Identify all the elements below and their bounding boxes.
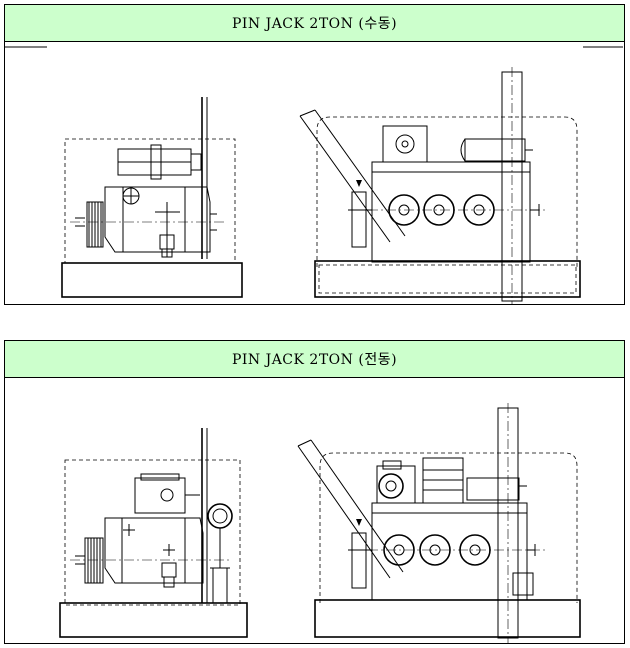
side-view-manual (61, 97, 243, 298)
panel-electric: PIN JACK 2TON (전동) (4, 340, 625, 644)
gear-ribs-electric (84, 537, 104, 584)
front-view-manual (299, 67, 581, 304)
panel-title-electric: PIN JACK 2TON (전동) (5, 341, 624, 378)
gear-ribs-manual (86, 201, 104, 248)
gear-row-manual (388, 194, 495, 226)
drawing-electric (5, 378, 623, 643)
side-view-electric (59, 428, 248, 638)
gear-row-electric (383, 534, 491, 566)
drawing-manual (5, 42, 623, 304)
panel-title-manual: PIN JACK 2TON (수동) (5, 5, 624, 42)
panel-manual: PIN JACK 2TON (수동) (4, 4, 625, 305)
front-view-electric (297, 403, 581, 643)
